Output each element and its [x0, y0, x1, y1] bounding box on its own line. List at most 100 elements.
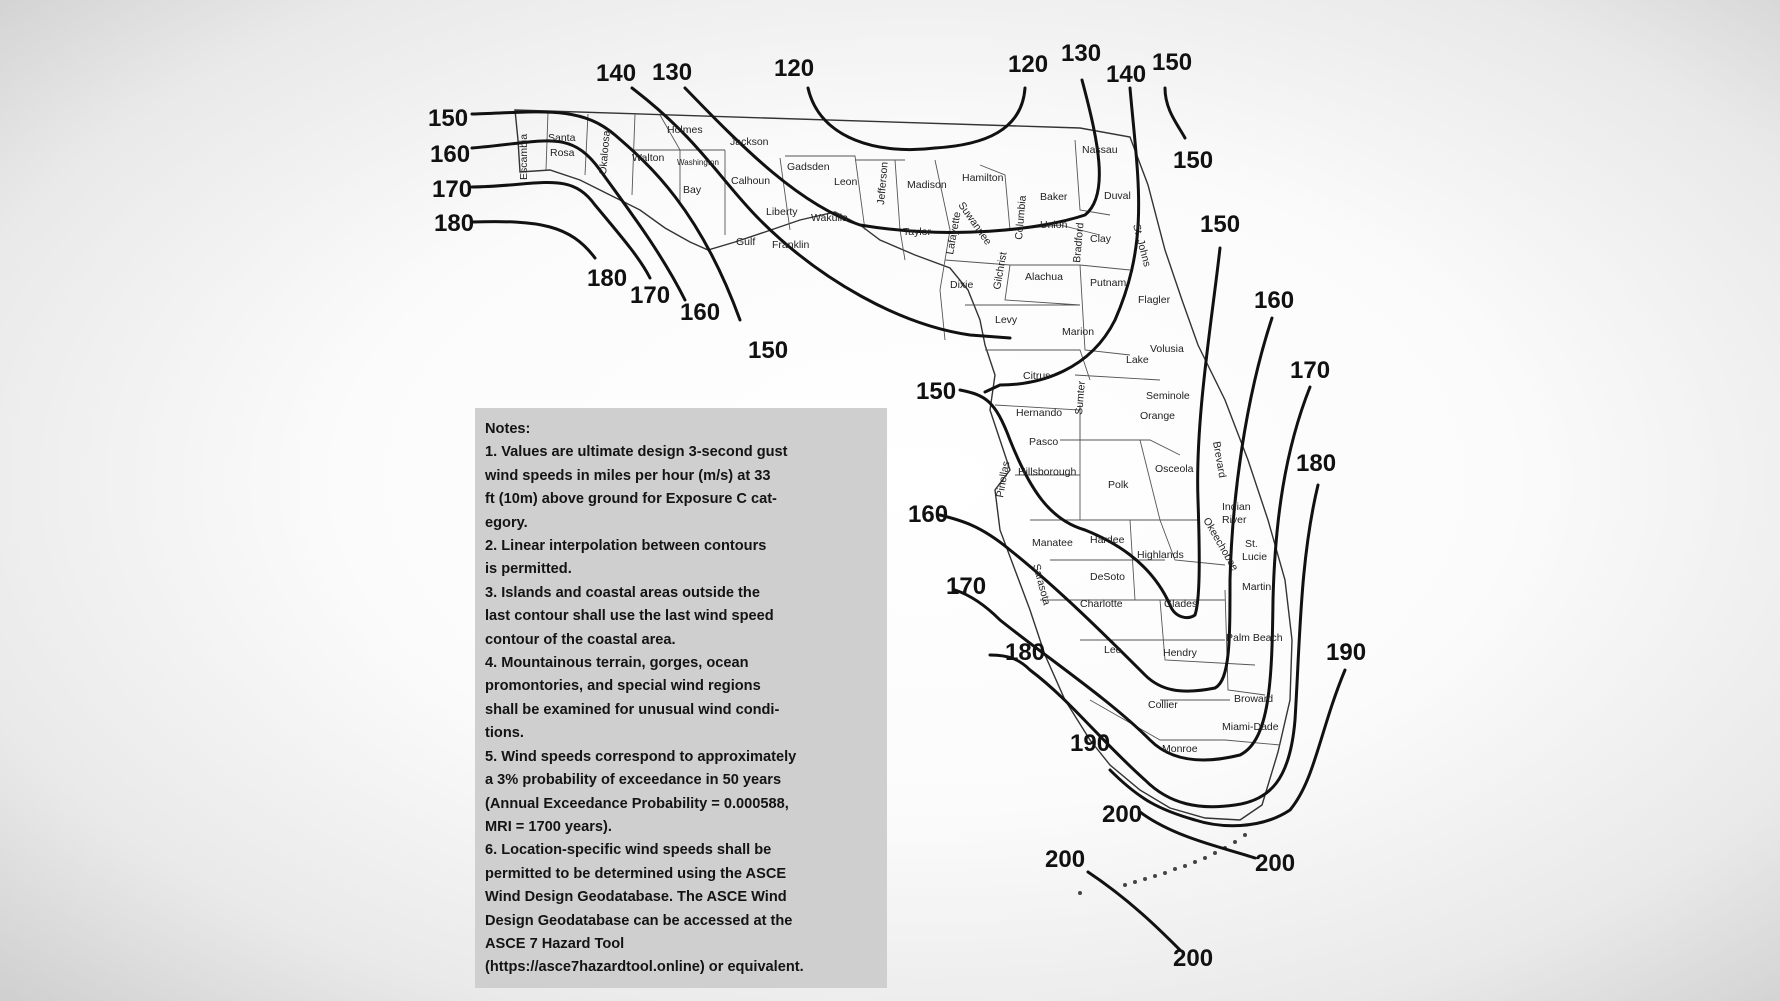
county-osceola: Osceola	[1155, 463, 1194, 475]
county-bay: Bay	[683, 184, 702, 196]
county-gulf: Gulf	[736, 236, 755, 248]
note-line: permitted to be determined using the ASC…	[485, 865, 787, 882]
note-line: 6. Location-specific wind speeds shall b…	[485, 842, 772, 859]
contour-150-east	[958, 246, 1222, 619]
county-columbia: Columbia	[1013, 195, 1029, 240]
speed-label-120: 120	[774, 55, 814, 82]
contour-140-west	[630, 86, 1012, 340]
notes-box: Notes: 1. Values are ultimate design 3-s…	[475, 408, 887, 988]
contour-180-panhandle	[470, 220, 597, 260]
county-taylor: Taylor	[903, 226, 932, 238]
contour-190	[1108, 668, 1347, 828]
note-line: ASCE 7 Hazard Tool	[485, 935, 625, 952]
speed-label-150: 150	[748, 337, 788, 364]
speed-label-190: 190	[1070, 730, 1110, 757]
contour-160-panhandle	[470, 139, 687, 302]
speed-label-150: 150	[916, 378, 956, 405]
contour-180-east	[988, 483, 1320, 809]
speed-label-150: 150	[1200, 211, 1240, 238]
county-st-lucie: St.	[1245, 538, 1258, 550]
speed-label-190: 190	[1326, 639, 1366, 666]
county-indian-river: Indian	[1222, 501, 1251, 513]
note-line: (https://asce7hazardtool.online) or equi…	[485, 959, 804, 976]
county-sumter: Sumter	[1073, 380, 1088, 415]
county-madison: Madison	[907, 179, 947, 191]
county-boundaries	[545, 111, 1281, 746]
county-hernando: Hernando	[1016, 407, 1062, 419]
county-jackson: Jackson	[730, 136, 769, 148]
note-line: (Annual Exceedance Probability = 0.00058…	[485, 795, 789, 812]
note-line: Wind Design Geodatabase. The ASCE Wind	[485, 889, 787, 906]
wind-contours	[470, 78, 1347, 952]
county-escambia: Escambia	[518, 134, 530, 180]
county-okaloosa: Okaloosa	[597, 130, 613, 175]
note-line: promontories, and special wind regions	[485, 678, 761, 695]
county-volusia: Volusia	[1150, 343, 1184, 355]
county-charlotte: Charlotte	[1080, 598, 1123, 610]
note-line: 2. Linear interpolation between contours	[485, 538, 767, 555]
speed-label-180: 180	[434, 210, 474, 237]
speed-label-150: 150	[1173, 147, 1213, 174]
county-broward: Broward	[1234, 693, 1273, 705]
county-st-lucie: Lucie	[1242, 551, 1267, 563]
contour-170-east	[953, 385, 1312, 762]
contour-120	[806, 86, 1027, 152]
speed-label-170: 170	[432, 176, 472, 203]
note-line: a 3% probability of exceedance in 50 yea…	[485, 772, 782, 789]
speed-label-140: 140	[1106, 61, 1146, 88]
county-bradford: Bradford	[1071, 222, 1086, 263]
county-collier: Collier	[1148, 699, 1178, 711]
note-line: tions.	[485, 725, 524, 742]
county-clay: Clay	[1090, 233, 1112, 245]
speed-label-150: 150	[1152, 49, 1192, 76]
county-brevard: Brevard	[1210, 440, 1228, 478]
county-pasco: Pasco	[1029, 436, 1058, 448]
note-line: egory.	[485, 514, 528, 531]
note-line: is permitted.	[485, 561, 572, 578]
county-polk: Polk	[1108, 479, 1129, 491]
county-manatee: Manatee	[1032, 537, 1073, 549]
note-line: 4. Mountainous terrain, gorges, ocean	[485, 655, 749, 672]
county-jefferson: Jefferson	[875, 161, 891, 205]
note-line: last contour shall use the last wind spe…	[485, 608, 774, 625]
county-baker: Baker	[1040, 191, 1068, 203]
county-flagler: Flagler	[1138, 294, 1171, 306]
note-line: 3. Islands and coastal areas outside the	[485, 584, 760, 601]
note-line: Design Geodatabase can be accessed at th…	[485, 912, 793, 929]
county-duval: Duval	[1104, 190, 1131, 202]
contour-labels: 150 160 170 180 140 130 120 120 130 140 …	[428, 40, 1366, 972]
contour-130-west	[683, 78, 1101, 234]
note-line: contour of the coastal area.	[485, 631, 676, 648]
county-dixie: Dixie	[950, 279, 973, 291]
speed-label-200: 200	[1045, 846, 1085, 873]
county-santa-rosa: Rosa	[550, 147, 575, 159]
county-santa-rosa: Santa	[548, 132, 576, 144]
county-leon: Leon	[834, 176, 858, 188]
contour-200-b	[1086, 870, 1182, 952]
speed-label-200: 200	[1173, 945, 1213, 972]
note-line: wind speeds in miles per hour (m/s) at 3…	[485, 467, 771, 484]
county-seminole: Seminole	[1146, 390, 1190, 402]
speed-label-180: 180	[1296, 450, 1336, 477]
speed-label-140: 140	[596, 60, 636, 87]
county-hillsborough: Hillsborough	[1018, 466, 1077, 478]
county-miami-dade: Miami-Dade	[1222, 721, 1279, 733]
county-nassau: Nassau	[1082, 144, 1118, 156]
county-putnam: Putnam	[1090, 277, 1126, 289]
county-lake: Lake	[1126, 354, 1149, 366]
county-desoto: DeSoto	[1090, 571, 1125, 583]
county-calhoun: Calhoun	[731, 175, 770, 187]
county-pinellas: Pinellas	[994, 460, 1012, 498]
contour-160-east	[938, 316, 1274, 693]
county-citrus: Citrus	[1023, 370, 1050, 382]
speed-label-130: 130	[652, 59, 692, 86]
florida-coastline	[514, 109, 1293, 821]
contour-170-panhandle	[470, 181, 652, 280]
county-hamilton: Hamilton	[962, 172, 1004, 184]
notes-heading: Notes:	[485, 421, 531, 437]
county-glades: Glades	[1164, 598, 1197, 610]
county-liberty: Liberty	[766, 206, 798, 218]
county-wakulla: Wakulla	[811, 212, 848, 224]
note-line: shall be examined for unusual wind condi…	[485, 701, 780, 718]
